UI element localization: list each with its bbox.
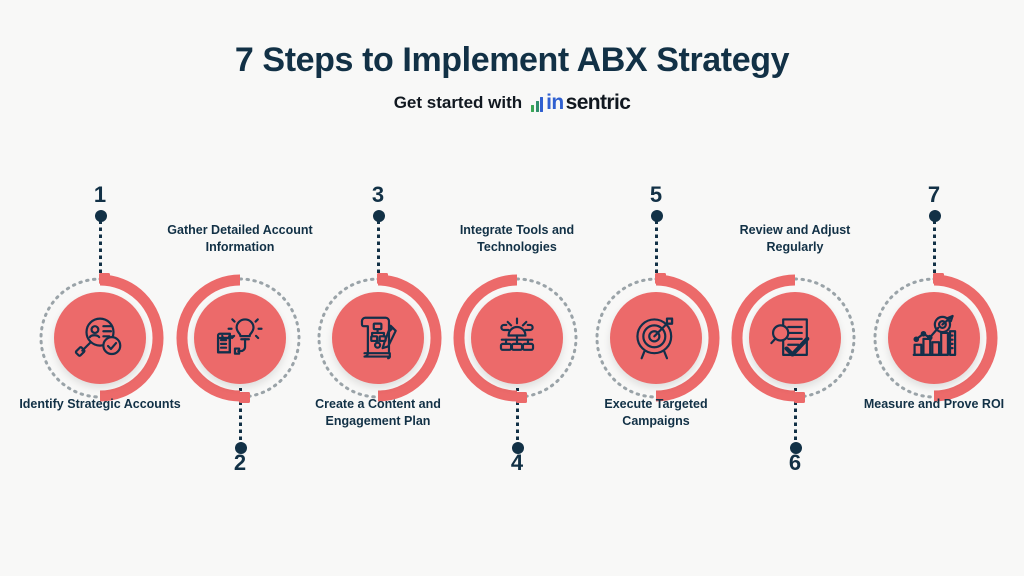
book-lightbulb-icon xyxy=(216,318,263,355)
step-ring xyxy=(176,274,304,403)
step-icon-circle xyxy=(888,292,980,384)
step-6: 6 Review and Adjust Regularly xyxy=(725,170,865,500)
step-ring xyxy=(36,273,164,402)
ring-cap xyxy=(933,273,944,284)
step-label: Integrate Tools and Technologies xyxy=(459,223,575,254)
step-label: Create a Content and Engagement Plan xyxy=(315,397,441,428)
step-number: 5 xyxy=(649,182,663,207)
step-number: 6 xyxy=(788,450,802,475)
step-icon-circle xyxy=(332,292,424,384)
step-ring xyxy=(592,273,720,402)
step-ring xyxy=(453,274,581,403)
scroll-flowchart-pencil-icon xyxy=(360,316,397,360)
step-ring xyxy=(870,273,998,402)
step-ring xyxy=(731,274,859,403)
magnifier-person-check-icon xyxy=(74,317,122,357)
step-number: 3 xyxy=(371,182,385,207)
step-3: 3 xyxy=(308,170,448,500)
subtitle-text: Get started with xyxy=(393,93,523,113)
step-icon-circle xyxy=(194,292,286,384)
step-ring xyxy=(314,273,442,402)
step-2: 2 xyxy=(167,170,312,500)
connector-line xyxy=(655,214,658,276)
logo-bars-icon xyxy=(531,97,544,113)
step-icon-circle xyxy=(749,292,841,384)
ring-arcs xyxy=(176,274,301,402)
step-4: 4 Inte xyxy=(447,170,587,500)
steps-container: 1 Identify Strate xyxy=(0,170,1024,500)
step-label: Measure and Prove ROI xyxy=(863,397,1005,411)
target-dartboard-icon xyxy=(636,317,674,360)
connector-line xyxy=(99,214,102,276)
ring-cap xyxy=(794,392,805,403)
ring-arcs xyxy=(731,274,856,402)
bar-chart-growth-target-icon xyxy=(912,314,957,356)
step-icon-circle xyxy=(471,292,563,384)
ring-cap xyxy=(516,392,527,403)
page-title: 7 Steps to Implement ABX Strategy xyxy=(234,41,790,79)
step-number: 1 xyxy=(93,182,107,207)
ring-cap xyxy=(99,273,110,284)
step-5: 5 Execute Targeted Campaigns xyxy=(586,170,726,500)
step-7: 7 xyxy=(864,170,1004,500)
step-number: 4 xyxy=(510,450,524,475)
step-number: 7 xyxy=(927,182,941,207)
step-label: Execute Targeted Campaigns xyxy=(604,397,708,428)
step-label: Review and Adjust Regularly xyxy=(739,223,851,254)
connector-line xyxy=(239,388,242,450)
gear-hierarchy-icon xyxy=(499,317,535,351)
connector-line xyxy=(516,388,519,450)
document-magnifier-check-icon xyxy=(770,318,810,357)
connector-line xyxy=(933,214,936,276)
logo-word-in: in xyxy=(546,91,564,115)
logo-word-sentric: sentric xyxy=(565,91,631,115)
connector-line xyxy=(377,214,380,276)
ring-cap xyxy=(239,392,250,403)
step-label: Identify Strategic Accounts xyxy=(19,397,181,411)
connector-line xyxy=(794,388,797,450)
infographic-header: 7 Steps to Implement ABX Strategy Get st… xyxy=(0,0,1024,113)
insentric-logo: in sentric xyxy=(531,91,631,115)
step-1: 1 Identify Strate xyxy=(19,170,180,500)
step-number: 2 xyxy=(233,450,247,475)
step-label: Gather Detailed Account Information xyxy=(167,223,313,254)
subtitle-row: Get started with in sentric xyxy=(0,91,1024,115)
ring-cap xyxy=(377,273,388,284)
ring-cap xyxy=(655,273,666,284)
step-icon-circle xyxy=(610,292,702,384)
ring-arcs xyxy=(453,274,578,402)
step-icon-circle xyxy=(54,292,146,384)
